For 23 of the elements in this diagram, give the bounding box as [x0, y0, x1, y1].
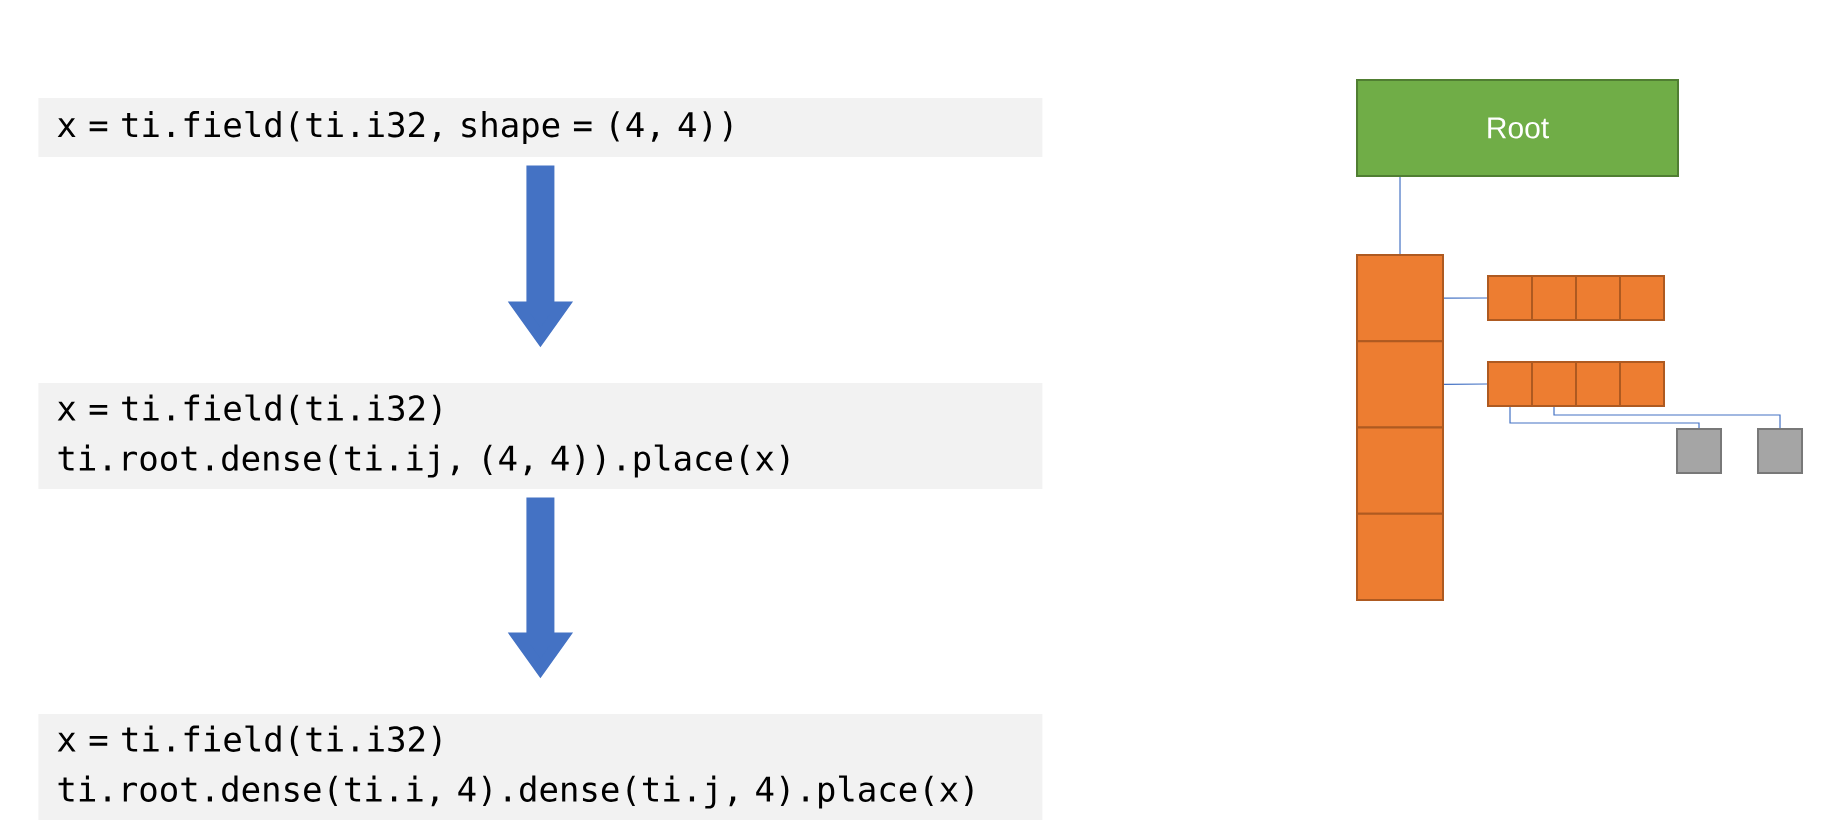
array-cell	[1487, 275, 1533, 321]
array-cell	[1356, 426, 1444, 515]
array-cell	[1575, 361, 1621, 407]
connector-line	[1553, 406, 1781, 429]
code-box: x = ti.field(ti.i32) ti.root.dense(ti.ij, (4, 4)).place(x)	[38, 383, 1043, 489]
code-box: x = ti.field(ti.i32) ti.root.dense(ti.i, 4).dense(ti.j, 4).place(x)	[38, 714, 1043, 820]
array-cell	[1531, 361, 1577, 407]
connector-line	[1443, 297, 1488, 299]
root-box: Root	[1356, 79, 1679, 177]
connector-line	[1509, 406, 1700, 429]
array-cell	[1487, 361, 1533, 407]
array-cell	[1575, 275, 1621, 321]
code-box: x = ti.field(ti.i32, shape = (4, 4))	[38, 98, 1043, 157]
array-cell	[1531, 275, 1577, 321]
array-cell	[1356, 340, 1444, 429]
leaf-box	[1757, 428, 1803, 474]
connector-line	[1443, 383, 1488, 385]
array-cell	[1356, 512, 1444, 601]
array-cell	[1619, 275, 1665, 321]
leaf-box	[1676, 428, 1722, 474]
array-cell	[1619, 361, 1665, 407]
connector-line	[1399, 176, 1401, 255]
array-cell	[1356, 254, 1444, 343]
